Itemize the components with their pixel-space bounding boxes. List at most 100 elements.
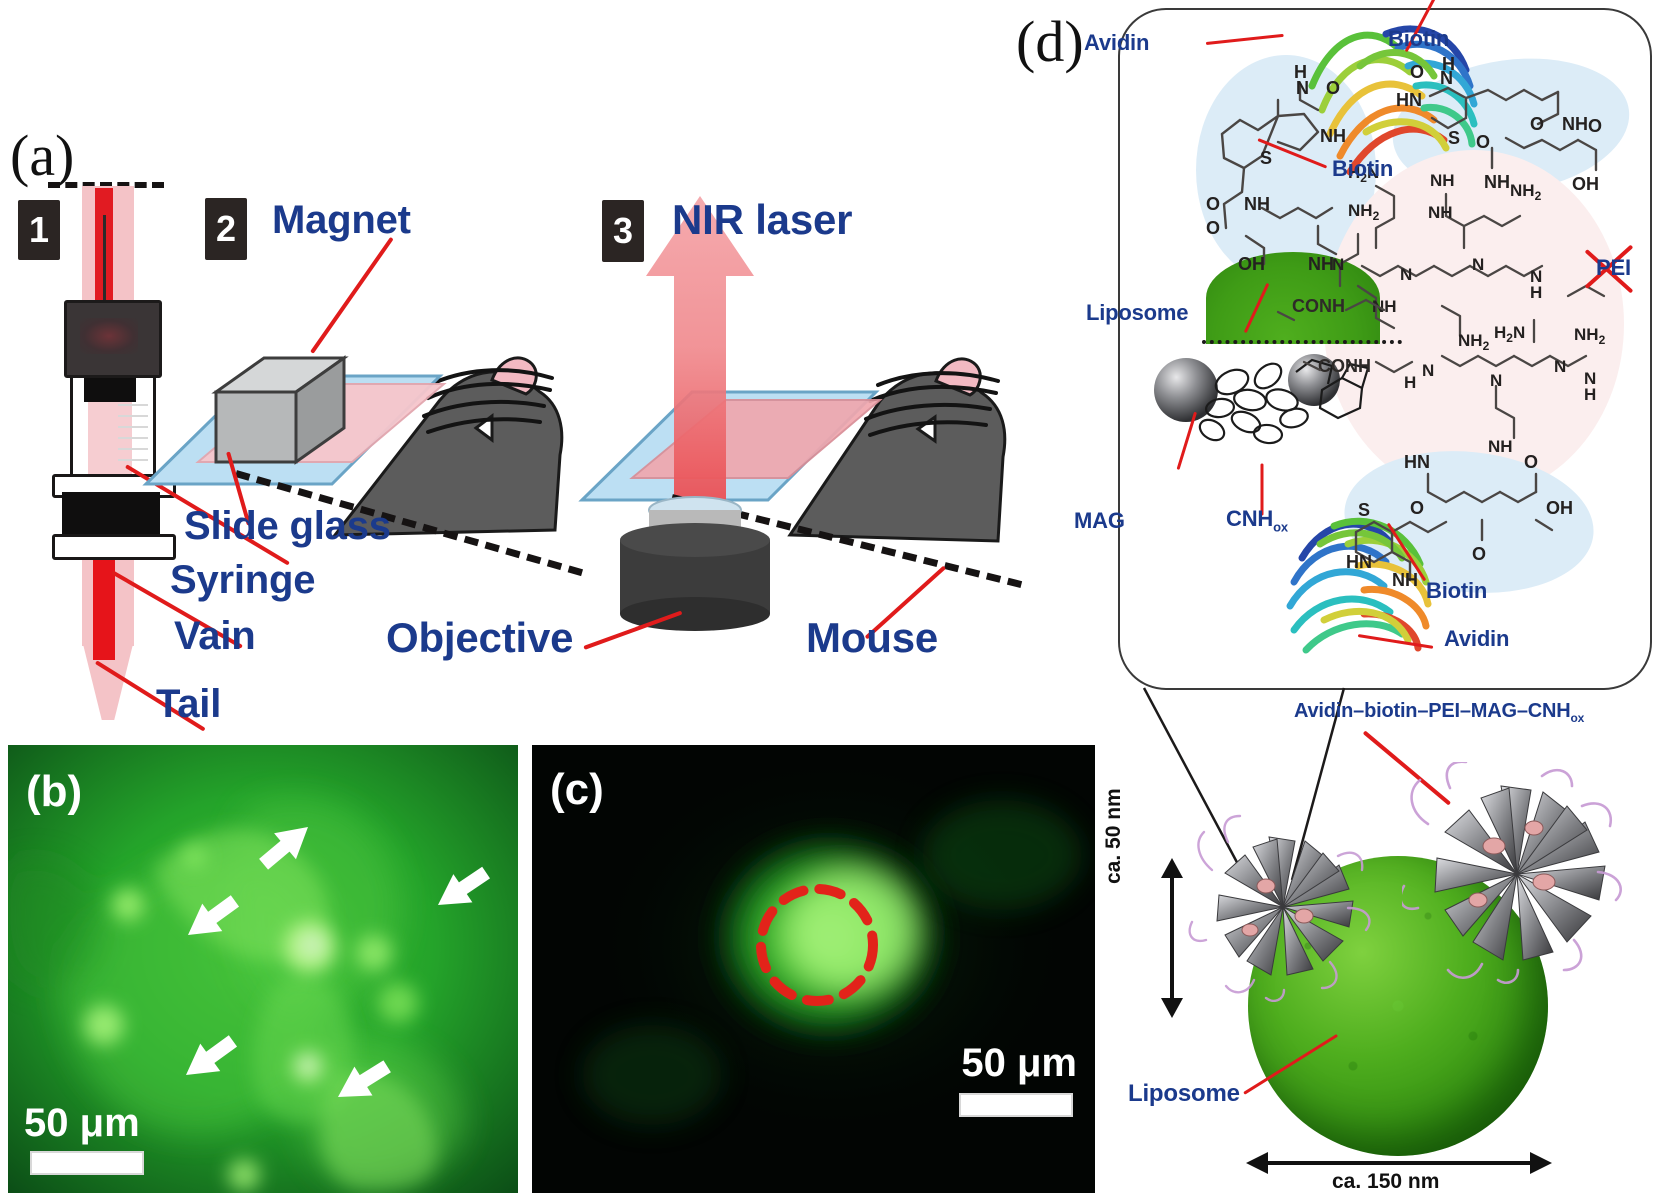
panel-c-scale-bar — [959, 1093, 1073, 1117]
label-cnh-sub: ox — [1273, 519, 1288, 535]
panel-a: (a) 1 Syringe Vain Tail 2 — [0, 0, 1100, 740]
nir-laser-arrow — [646, 196, 754, 530]
panel-d-frame — [1118, 8, 1652, 690]
svg-text:H: H — [1442, 54, 1455, 74]
panel-d-connectors — [1142, 687, 1346, 881]
svg-text:OH: OH — [1572, 174, 1599, 194]
label-cnh-text: CNH — [1226, 506, 1274, 531]
svg-text:H2N: H2N — [1348, 163, 1379, 185]
panel-b-letter: (b) — [26, 767, 83, 816]
liposome-membrane-dotted — [1202, 340, 1402, 344]
svg-text:O: O — [1206, 218, 1220, 238]
panel-c-scale-text: 50 μm — [961, 1041, 1077, 1085]
step-badge-2: 2 — [205, 198, 247, 260]
label-avidin-bottom: Avidin — [1444, 626, 1510, 651]
svg-text:NH: NH — [1430, 171, 1455, 190]
svg-text:NH: NH — [1488, 437, 1513, 456]
svg-text:N: N — [1422, 361, 1434, 380]
svg-text:O: O — [1410, 62, 1424, 82]
label-pei: PEI — [1596, 255, 1631, 280]
label-biotin-top-right: Biotin — [1388, 26, 1450, 51]
svg-text:N: N — [1332, 255, 1344, 274]
svg-text:S: S — [1260, 148, 1272, 168]
svg-text:NH: NH — [1484, 172, 1510, 192]
label-tail: Tail — [156, 682, 222, 726]
svg-text:H: H — [1584, 385, 1596, 404]
svg-text:N: N — [1530, 267, 1542, 286]
svg-text:NH: NH — [1320, 126, 1346, 146]
svg-text:NH: NH — [1244, 194, 1270, 214]
svg-text:O: O — [1588, 116, 1602, 136]
chem-pei: H2N NH2 NH N N N N H NH NH2 NH NH2 H2N N… — [1332, 163, 1606, 456]
dimension-arrow-150nm — [1246, 1152, 1552, 1174]
syringe-grip — [62, 492, 160, 536]
svg-text:N: N — [1472, 255, 1484, 274]
svg-text:H: H — [1294, 62, 1307, 82]
step2-scene — [331, 356, 564, 537]
panel-c: (c) 50 μm — [532, 745, 1095, 1193]
avidin-ribbon-top — [1308, 25, 1478, 176]
label-conjugate-sub: ox — [1570, 711, 1585, 725]
svg-text:N: N — [1584, 369, 1596, 388]
label-mag: MAG — [1074, 508, 1125, 533]
svg-text:H: H — [1530, 283, 1542, 302]
particle-left — [1188, 814, 1371, 1002]
syringe-head-highlight — [80, 318, 138, 354]
chem-conh-1: CONH — [1292, 296, 1345, 316]
svg-text:H: H — [1404, 373, 1416, 392]
arrow-marker — [438, 866, 490, 905]
particle-right — [1402, 762, 1622, 984]
label-conjugate: Avidin–biotin–PEI–MAG–CNHox — [1294, 700, 1584, 725]
svg-text:HN: HN — [1396, 90, 1422, 110]
syringe-graduations — [118, 404, 148, 470]
panel-d: (d) — [1016, 0, 1654, 1196]
svg-text:N: N — [1490, 371, 1502, 390]
svg-text:NH2: NH2 — [1510, 181, 1542, 203]
panel-b-arrows — [186, 827, 490, 1097]
svg-text:NH: NH — [1428, 203, 1453, 222]
arrow-marker — [259, 827, 308, 870]
svg-text:O: O — [1472, 544, 1486, 564]
panel-a-letter: (a) — [10, 123, 75, 188]
label-particle-size: ca. 50 nm — [1102, 788, 1125, 884]
panel-b: (b) 50 μm — [8, 745, 518, 1193]
label-syringe: Syringe — [170, 558, 316, 602]
svg-text:NH: NH — [1392, 570, 1418, 590]
svg-text:NH2: NH2 — [1348, 201, 1380, 223]
svg-text:OH: OH — [1546, 498, 1573, 518]
panel-c-image — [532, 745, 1095, 1193]
nir-arrow-shape — [646, 196, 754, 530]
svg-text:S: S — [1358, 500, 1370, 520]
objective-lens — [620, 496, 770, 631]
svg-text:HN: HN — [1346, 552, 1372, 572]
panel-b-image — [8, 745, 518, 1193]
mouse-eye — [473, 413, 494, 443]
svg-text:HN: HN — [1404, 452, 1430, 472]
label-liposome-main: Liposome — [1128, 1080, 1240, 1107]
mouse-whiskers — [422, 368, 554, 434]
label-slide-glass: Slide glass — [184, 504, 391, 548]
svg-text:NH2: NH2 — [1574, 325, 1606, 347]
label-avidin-top: Avidin — [1084, 30, 1150, 55]
chem-conh-bonds — [1276, 298, 1414, 374]
svg-text:NH2: NH2 — [1458, 331, 1490, 353]
arrow-marker — [186, 1035, 238, 1075]
label-liposome-size: ca. 150 nm — [1332, 1170, 1440, 1193]
svg-text:OH: OH — [1238, 254, 1265, 274]
svg-text:S: S — [1448, 128, 1460, 148]
panel-c-roi-circle — [756, 884, 878, 1006]
svg-text:NH: NH — [1308, 254, 1334, 274]
svg-text:NH: NH — [1562, 114, 1588, 134]
svg-text:N: N — [1296, 78, 1309, 98]
mag-cnh-cluster — [1154, 354, 1370, 445]
avidin-ribbon-bottom — [1286, 517, 1432, 654]
dimension-arrow-50nm — [1161, 858, 1183, 1018]
label-vain: Vain — [174, 614, 256, 658]
svg-text:O: O — [1326, 78, 1340, 98]
chem-biotin-bottom: HN O O OH S HN NH O — [1346, 452, 1573, 590]
svg-text:H2N: H2N — [1494, 323, 1525, 345]
magnet-cube — [211, 355, 349, 465]
